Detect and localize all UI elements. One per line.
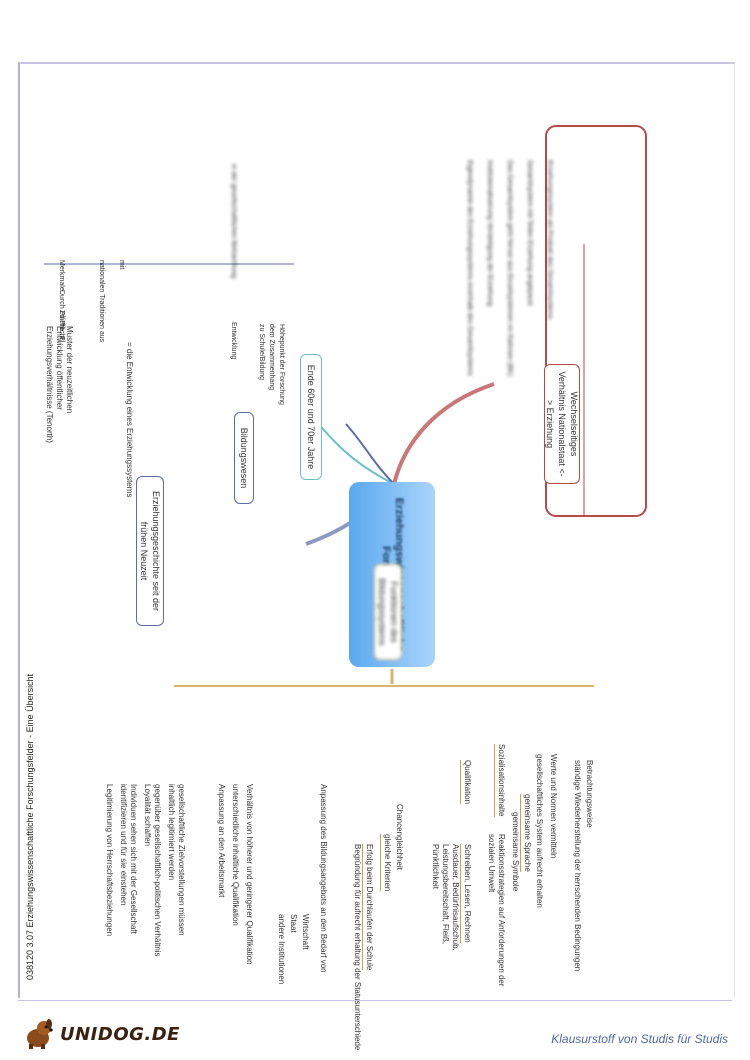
- functions-item: gesellschaftliches System aufrecht erhal…: [535, 754, 544, 908]
- relation-item: Gesamtsystem mit Teilen Erziehung angepa…: [526, 160, 533, 306]
- node-era[interactable]: Ende 60er und 70er Jahre: [300, 354, 322, 480]
- connector-relation: [392, 382, 495, 485]
- functions-item: Legitimierung von Herrschaftsbeziehungen: [105, 784, 114, 937]
- bottom-rule: [18, 1000, 732, 1001]
- node-functions[interactable]: Funktionen des Bildungssystems: [374, 564, 402, 660]
- functions-item: andere Institutionen: [277, 914, 286, 985]
- functions-item: Wirtschaft: [301, 914, 310, 950]
- relation-frame: [545, 125, 647, 517]
- functions-item: Sozialisationsinhalte: [494, 744, 506, 817]
- history-item: Zu Pflicht: [58, 310, 65, 340]
- node-era-label: Ende 60er und 70er Jahre: [306, 364, 316, 470]
- node-functions-label: Funktionen des Bildungssystems: [377, 578, 399, 646]
- functions-item: Chancengleichheit: [395, 804, 404, 870]
- brand-logo[interactable]: UNIDOG.DE: [22, 1014, 180, 1054]
- era-item: Höhepunkt der Forschung: [278, 324, 285, 405]
- document-title: 038120 3.07 Erziehungswissenschaftliche …: [25, 673, 35, 980]
- relation-item: Erziehungssystem als Produkt des Gesamts…: [546, 160, 553, 320]
- history-item: Pl: [58, 336, 65, 343]
- functions-item: gleiche Kriterien: [380, 834, 392, 892]
- brand-name: UNIDOG.DE: [60, 1023, 180, 1045]
- connector-education: [345, 423, 395, 485]
- node-education-label: Bildungswesen: [239, 427, 249, 489]
- node-education[interactable]: Bildungswesen: [234, 412, 254, 504]
- history-item: mit: [118, 260, 125, 270]
- functions-item: gemeinsame Symbole: [511, 812, 520, 892]
- node-history-label: Erziehungsgeschichte seit der frühen Neu…: [139, 490, 161, 612]
- dog-icon: [22, 1018, 56, 1050]
- node-relation-label: Wechselseitiges Verhältnis Nationalstaat…: [545, 371, 579, 477]
- history-item: = die Entwicklung eines Erziehungssystem…: [125, 342, 134, 498]
- functions-item: Reaktionsstrategien auf Anforderungen de…: [487, 834, 506, 987]
- history-item: nationalen Traditionen aus: [98, 260, 105, 343]
- functions-item: Begründung für aufrecht erhaltung der St…: [353, 844, 362, 1051]
- functions-item: Anpassung des Bildungsangebots an den Be…: [319, 784, 328, 973]
- functions-item: Individuen sehen sich mit der Gesellscha…: [119, 784, 138, 934]
- functions-item: Betrachtungsweise: [585, 760, 594, 828]
- education-item: in der gesellschaftlichen Betrachtung: [230, 164, 237, 279]
- era-item: zu Schule/Bildung: [258, 324, 265, 381]
- node-history[interactable]: Erziehungsgeschichte seit der frühen Neu…: [136, 476, 164, 626]
- functions-item: gegenüber gesellschaftlich-politischen V…: [143, 784, 162, 957]
- relation-item: Das Gesamtsystem geht hervor aus Einzels…: [506, 160, 513, 377]
- functions-item: gemeinsame Sprache: [520, 794, 532, 872]
- functions-item: Qualifikation: [460, 760, 472, 805]
- functions-item: Ausdauer, Bedürfnisaufschub, Leistungsbe…: [431, 844, 460, 951]
- functions-item: Verhältnis von höherer und geringerer Qu…: [245, 784, 254, 965]
- functions-item: Staat: [289, 914, 298, 933]
- mindmap-canvas: Erziehungswissenschaftliche Forschung We…: [20, 64, 734, 1050]
- functions-item: Erfolg beim Durchlaufen der Schule: [362, 844, 374, 971]
- history-item: Merkmale: [58, 260, 65, 291]
- functions-item: Werte und Normen vermitteln: [549, 754, 558, 859]
- relation-item: Institutionalisierung Verstetigung der E…: [486, 160, 493, 307]
- relation-item: Eigendynamik des Erziehungssystems inner…: [466, 160, 473, 376]
- node-relation[interactable]: Wechselseitiges Verhältnis Nationalstaat…: [544, 364, 580, 484]
- education-item: Entwicklung: [230, 322, 237, 360]
- mindmap-page: Erziehungswissenschaftliche Forschung We…: [18, 62, 735, 1050]
- functions-item: gesellschaftliche Zielvorstellungen müss…: [167, 784, 186, 936]
- history-item: Muster der neuzeitlichen Entwicklung öff…: [45, 326, 74, 443]
- functions-item: Anpassung an den Arbeitsmarkt: [217, 784, 226, 898]
- functions-item: ständige Wiederherstellung der herrschen…: [573, 760, 582, 972]
- era-item: dem Zusammenhang: [268, 324, 275, 391]
- tagline: Klausurstoff von Studis für Studis: [551, 1032, 728, 1046]
- functions-item: Schreiben, Lesen, Rechnen: [460, 844, 472, 943]
- functions-item: unterschiedliche inhaltliche Qualifikati…: [231, 784, 240, 926]
